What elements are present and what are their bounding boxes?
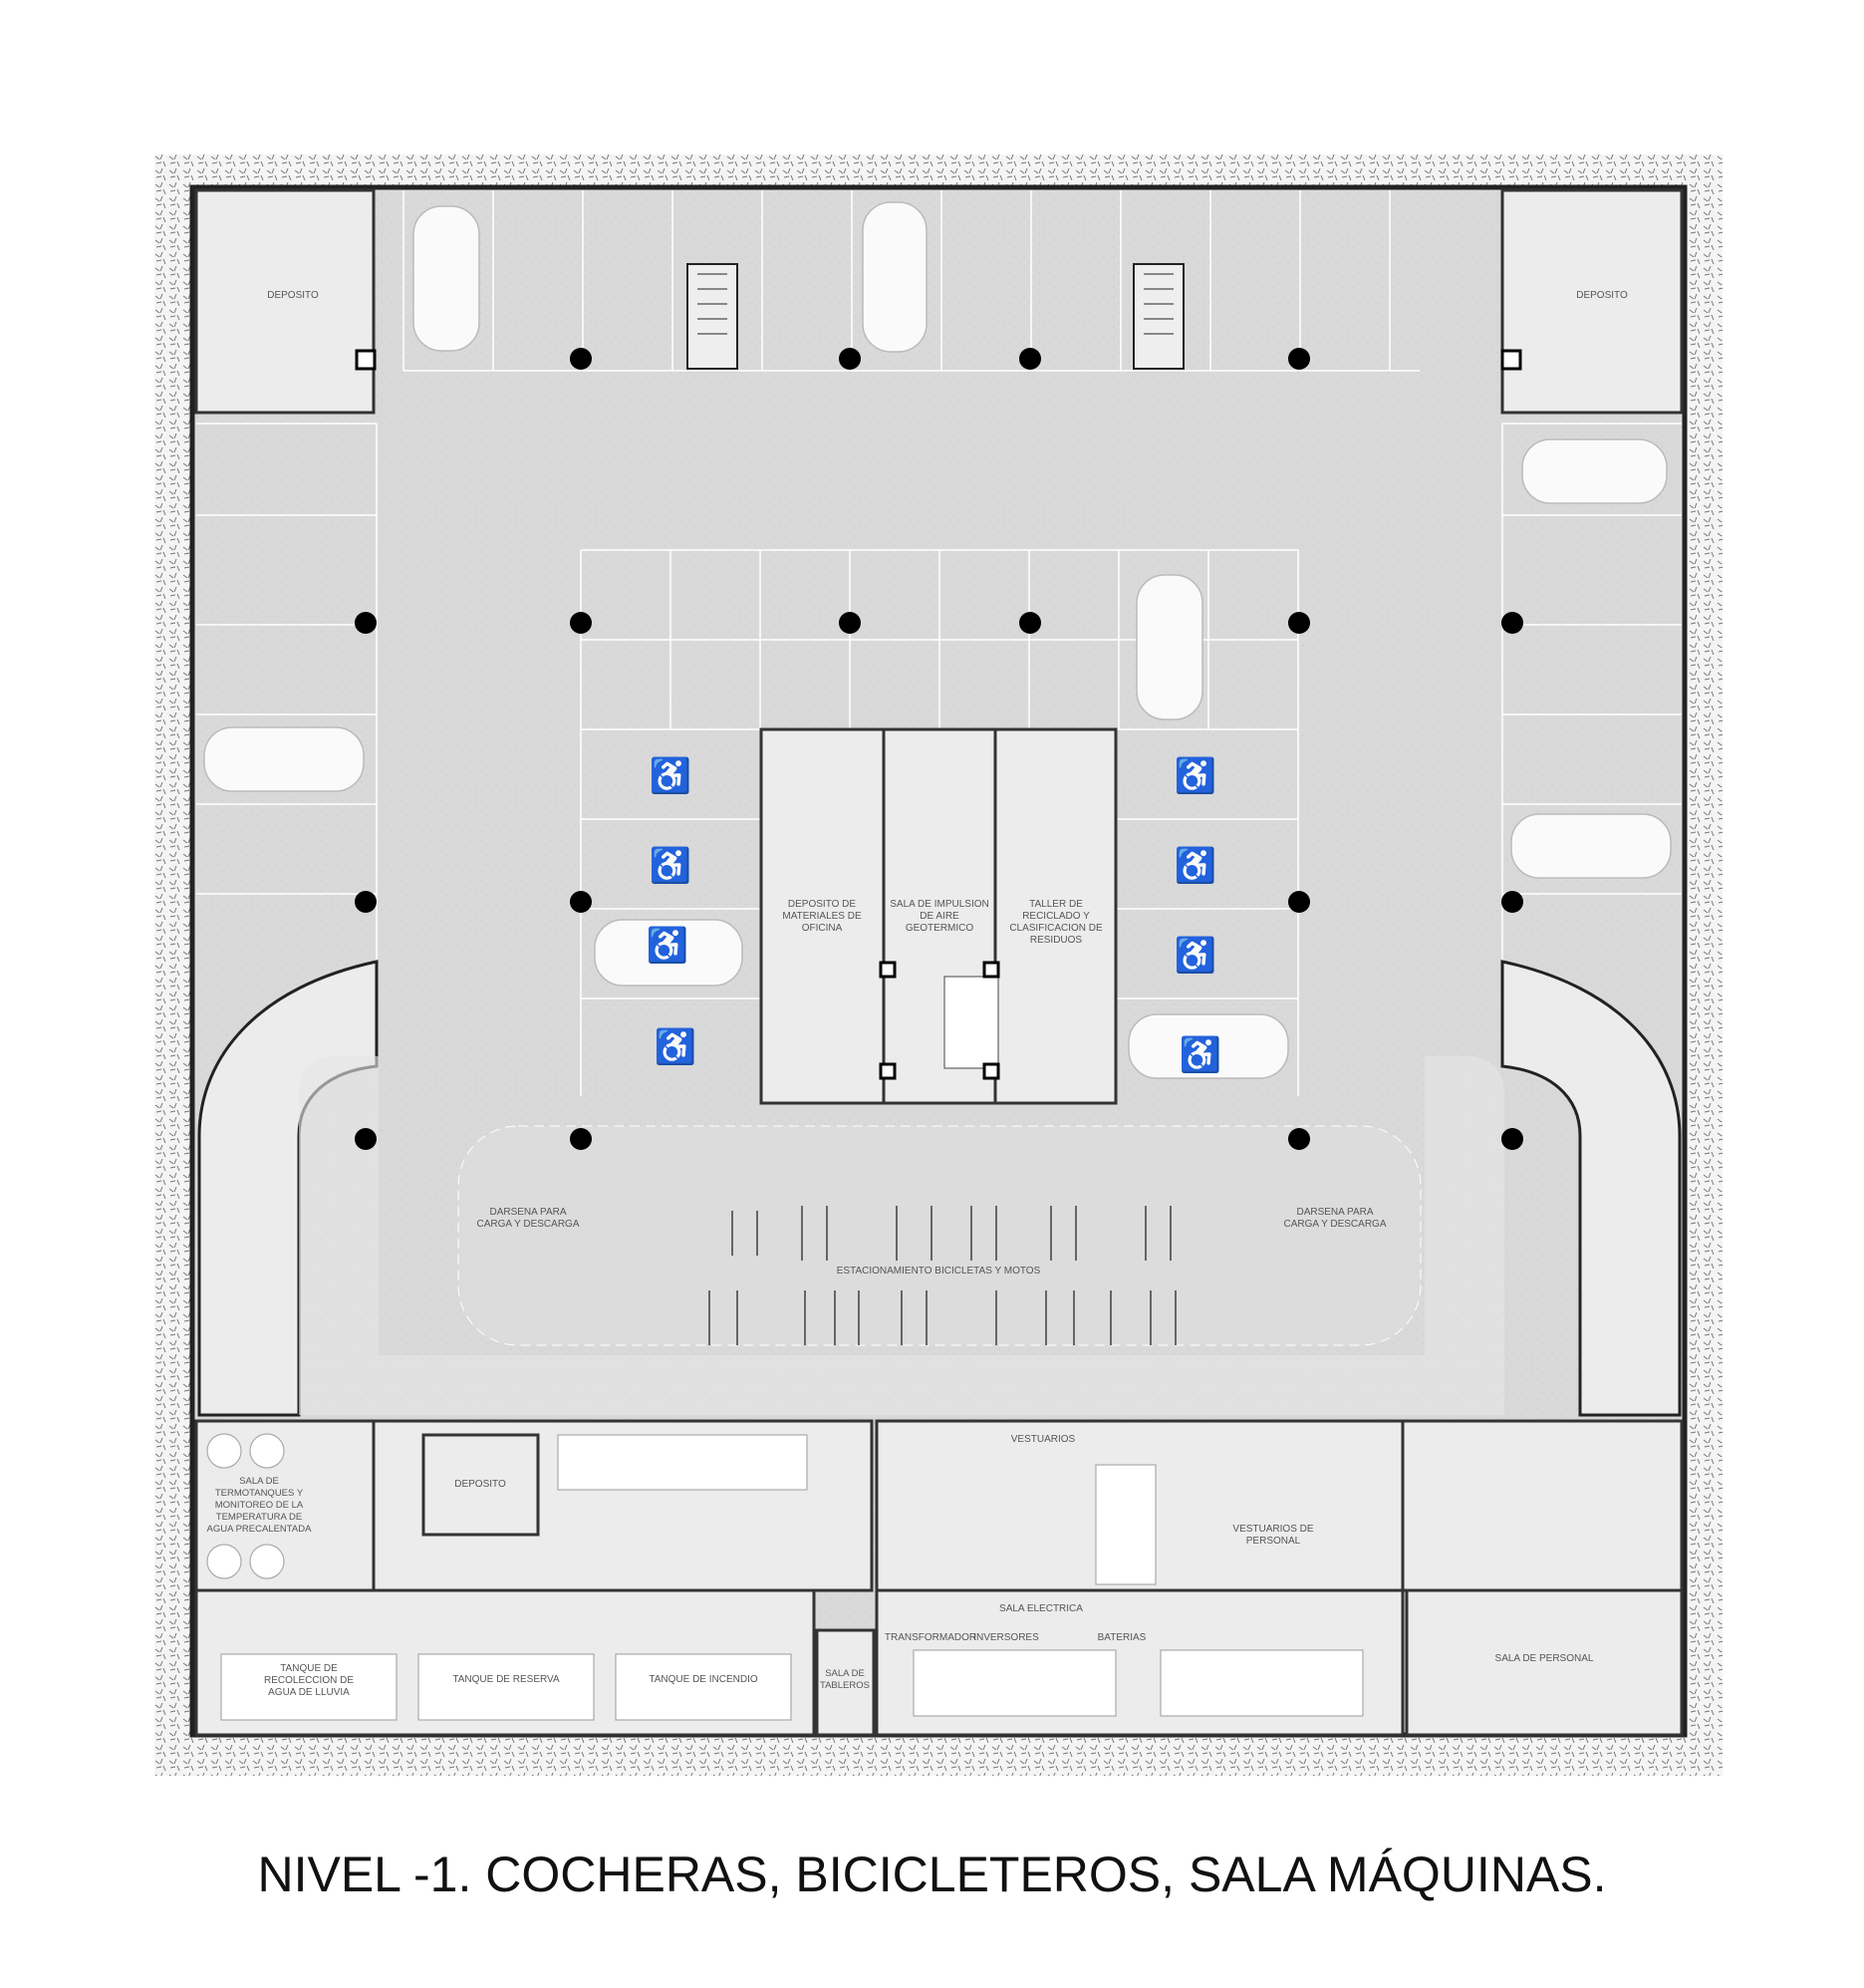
label-deposito-left: DEPOSITO [267,290,319,301]
drive-aisle [299,1056,1504,1415]
label-deposito-right: DEPOSITO [1576,290,1628,301]
svg-text:♿: ♿ [1175,756,1216,795]
label-taller-2: RECICLADO Y [1022,911,1090,922]
label-sala-impulsion-3: GEOTERMICO [906,923,974,934]
taller-reciclado-room [993,727,1118,1105]
label-taller-3: CLASIFICACION DE [1009,923,1103,934]
svg-text:♿: ♿ [647,926,688,965]
label-inversores: INVERSORES [973,1632,1039,1643]
bike-parking-area [457,1125,1422,1346]
svg-text:♿: ♿ [1180,1035,1221,1074]
deposito-materiales-room [759,727,886,1105]
svg-text:♿: ♿ [1175,846,1216,885]
label-sala-impulsion-2: DE AIRE [920,911,959,922]
label-termotanques-5: AGUA PRECALENTADA [207,1524,313,1535]
label-bicicletas: ESTACIONAMIENTO BICICLETAS Y MOTOS [837,1266,1041,1277]
stair-icon [686,263,1185,370]
label-termotanques-1: SALA DE [239,1476,279,1487]
label-tanque-lluvia-3: AGUA DE LLUVIA [268,1687,350,1698]
label-termotanques-3: MONITOREO DE LA [215,1500,304,1511]
label-deposito-bottom: DEPOSITO [454,1479,506,1490]
label-tanque-incendio: TANQUE DE INCENDIO [649,1674,757,1685]
label-termotanques-2: TERMOTANQUES Y [215,1488,304,1499]
label-deposito-materiales-1: DEPOSITO DE [788,899,856,910]
label-tanque-lluvia-2: RECOLECCION DE [264,1675,354,1686]
parking-lines [196,190,1682,1096]
label-sala-personal: SALA DE PERSONAL [1495,1653,1594,1664]
plan-title: NIVEL -1. COCHERAS, BICICLETEROS, SALA M… [257,1846,1607,1902]
label-darsena-right-2: CARGA Y DESCARGA [1284,1219,1387,1230]
svg-text:♿: ♿ [650,846,691,885]
label-transformador: TRANSFORMADOR [885,1632,976,1643]
deposito-left-room [194,188,376,415]
label-darsena-left-2: CARGA Y DESCARGA [477,1219,580,1230]
svg-text:♿: ♿ [650,756,691,795]
label-darsena-left-1: DARSENA PARA [489,1207,566,1218]
wheelchair-icon: ♿ ♿ ♿ ♿ ♿ ♿ ♿ ♿ [647,756,1221,1074]
deposito-right-room [1500,188,1684,415]
label-vestuarios-personal-2: PERSONAL [1246,1536,1301,1547]
label-taller-4: RESIDUOS [1030,935,1083,946]
label-sala-impulsion-1: SALA DE IMPULSION [890,899,988,910]
service-rooms [194,1419,1684,1737]
label-sala-tableros-1: SALA DE [825,1668,865,1679]
label-termotanques-4: TEMPERATURA DE [216,1512,302,1523]
label-darsena-right-1: DARSENA PARA [1296,1207,1373,1218]
svg-text:♿: ♿ [1175,936,1216,975]
bicycle-icon [708,1206,1177,1345]
label-tanque-lluvia-1: TANQUE DE [280,1663,338,1674]
column-icon [355,348,1523,1150]
stair-icon [943,976,999,1069]
label-baterias: BATERIAS [1098,1632,1147,1643]
label-deposito-materiales-3: OFICINA [802,923,843,934]
label-tanque-reserva: TANQUE DE RESERVA [452,1674,560,1685]
label-deposito-materiales-2: MATERIALES DE [782,911,862,922]
label-vestuarios: VESTUARIOS [1011,1434,1076,1445]
svg-text:♿: ♿ [655,1027,696,1066]
label-sala-electrica: SALA ELECTRICA [999,1603,1083,1614]
label-taller-1: TALLER DE [1029,899,1083,910]
label-vestuarios-personal-1: VESTUARIOS DE [1232,1524,1313,1535]
room-labels: DEPOSITO DEPOSITO DEPOSITO DE MATERIALES… [207,290,1628,1698]
label-sala-tableros-2: TABLEROS [820,1680,870,1691]
